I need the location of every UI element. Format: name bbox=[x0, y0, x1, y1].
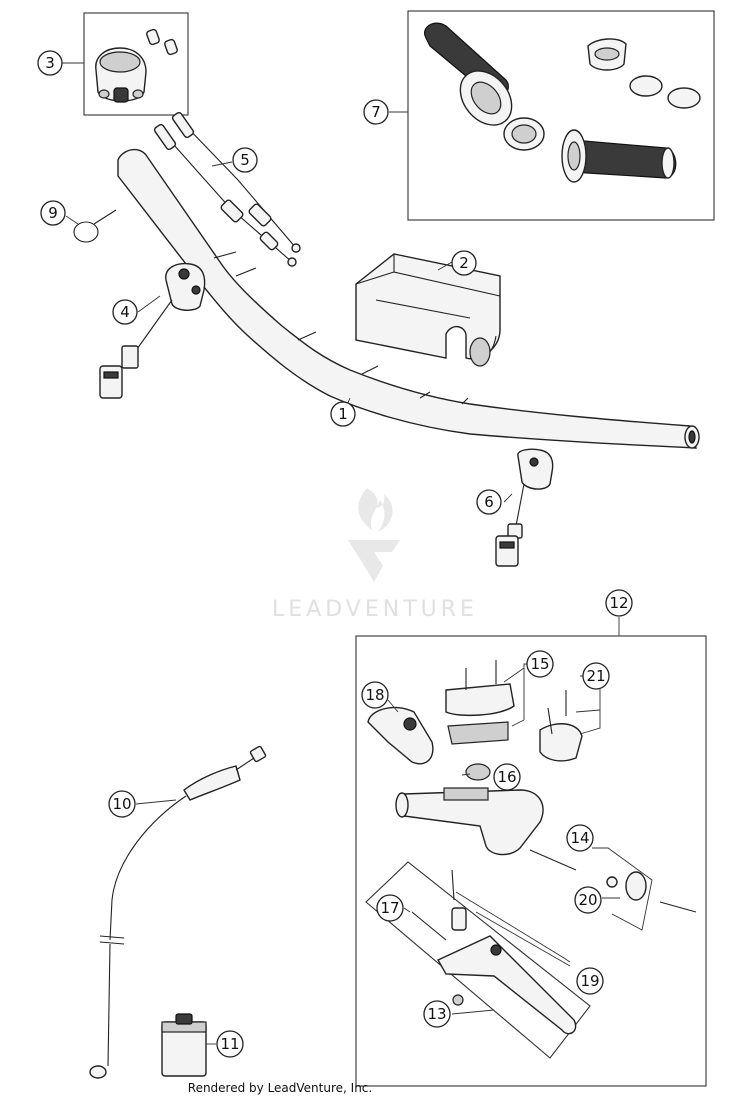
callout-13: 13 bbox=[423, 1000, 451, 1028]
callout-16: 16 bbox=[493, 763, 521, 791]
svg-text:16: 16 bbox=[497, 768, 516, 786]
svg-text:21: 21 bbox=[586, 667, 605, 685]
handlebar bbox=[117, 148, 700, 449]
right-switch bbox=[495, 448, 554, 567]
fluid-bottle bbox=[161, 1013, 207, 1077]
watermark-logo bbox=[348, 488, 400, 582]
svg-text:3: 3 bbox=[45, 54, 55, 72]
cable bbox=[89, 745, 267, 1079]
box-throttle-housing bbox=[83, 12, 189, 116]
svg-text:1: 1 bbox=[338, 405, 348, 423]
box-lever-assembly bbox=[365, 861, 591, 1059]
box-grips bbox=[407, 10, 715, 221]
master-cylinder-parts bbox=[367, 660, 697, 1035]
callout-7: 7 bbox=[363, 99, 389, 125]
throttle-housing bbox=[95, 28, 178, 103]
callout-10: 10 bbox=[108, 790, 136, 818]
callout-2: 2 bbox=[451, 250, 477, 276]
svg-text:14: 14 bbox=[570, 829, 589, 847]
watermark-text: LEADVENTURE bbox=[272, 597, 478, 622]
callout-3: 3 bbox=[37, 50, 63, 76]
svg-text:5: 5 bbox=[240, 151, 250, 169]
svg-text:13: 13 bbox=[427, 1005, 446, 1023]
cable-tie bbox=[73, 209, 117, 243]
callout-6: 6 bbox=[476, 489, 502, 515]
callout-20: 20 bbox=[574, 886, 602, 914]
svg-text:10: 10 bbox=[112, 795, 131, 813]
leader-lines bbox=[62, 62, 653, 1045]
svg-text:12: 12 bbox=[609, 594, 628, 612]
callout-1: 1 bbox=[330, 401, 356, 427]
svg-text:6: 6 bbox=[484, 493, 494, 511]
svg-text:19: 19 bbox=[580, 972, 599, 990]
svg-text:9: 9 bbox=[48, 204, 58, 222]
callout-11: 11 bbox=[216, 1030, 244, 1058]
bar-pad bbox=[355, 253, 501, 367]
svg-text:7: 7 bbox=[371, 103, 381, 121]
callout-18: 18 bbox=[361, 681, 389, 709]
svg-text:2: 2 bbox=[459, 254, 469, 272]
callout-21: 21 bbox=[582, 662, 610, 690]
svg-text:18: 18 bbox=[365, 686, 384, 704]
callout-19: 19 bbox=[576, 967, 604, 995]
grips bbox=[424, 22, 701, 183]
left-switch bbox=[99, 262, 206, 399]
svg-text:15: 15 bbox=[530, 655, 549, 673]
throttle-cables bbox=[153, 111, 301, 267]
footer-credit: Rendered by LeadVenture, Inc. bbox=[187, 1081, 373, 1095]
callout-15: 15 bbox=[526, 650, 554, 678]
callout-5: 5 bbox=[232, 147, 258, 173]
box-master-cylinder bbox=[355, 635, 707, 1087]
svg-text:17: 17 bbox=[380, 899, 399, 917]
callout-12: 12 bbox=[605, 589, 633, 617]
callout-17: 17 bbox=[376, 894, 404, 922]
svg-text:11: 11 bbox=[220, 1035, 239, 1053]
svg-text:20: 20 bbox=[578, 891, 597, 909]
callout-4: 4 bbox=[112, 299, 138, 325]
callout-14: 14 bbox=[566, 824, 594, 852]
callout-9: 9 bbox=[40, 200, 66, 226]
svg-text:4: 4 bbox=[120, 303, 130, 321]
